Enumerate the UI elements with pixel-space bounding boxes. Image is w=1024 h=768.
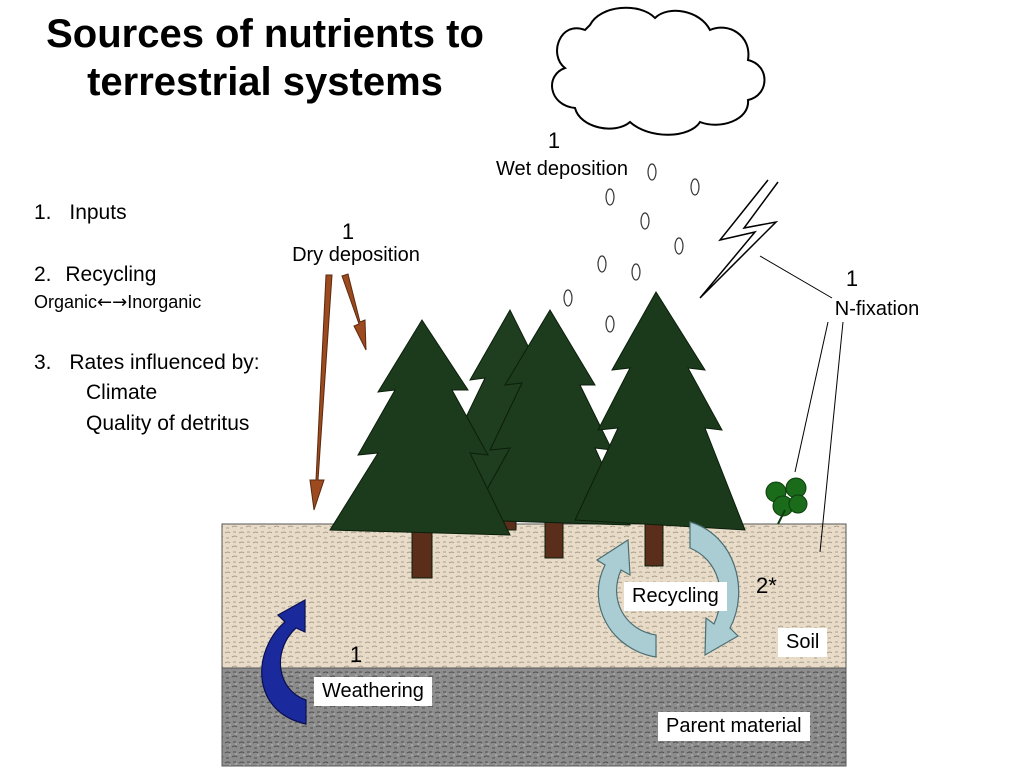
- list-number: 3.: [34, 351, 52, 374]
- dry-deposition-arrows: [309, 273, 367, 511]
- weathering-number: 1: [349, 642, 363, 667]
- list-number: 1.: [34, 201, 52, 224]
- sub-item-detritus: Quality of detritus: [86, 412, 250, 435]
- soil-label: Soil: [778, 628, 828, 657]
- soil-layer: [221, 523, 847, 669]
- inorganic-label: Inorganic: [127, 292, 202, 312]
- list-text: Inputs: [69, 201, 127, 224]
- recycling-number: 2*: [756, 573, 777, 598]
- dry-deposition-label: Dry deposition: [292, 244, 420, 266]
- n-fixation-label: N-fixation: [834, 298, 920, 320]
- clover-icon: [765, 477, 808, 525]
- list-item-recycling: 2. Recycling: [34, 260, 156, 290]
- raindrop-icon: [563, 163, 700, 333]
- tree-icon: [329, 291, 746, 579]
- sub-item-climate: Climate: [86, 381, 158, 404]
- title-line-2: terrestrial systems: [87, 60, 443, 104]
- double-arrow-icon: ←→: [97, 292, 128, 313]
- list-text: Recycling: [65, 263, 157, 286]
- list-number: 2.: [34, 263, 52, 286]
- organic-label: Organic: [34, 292, 98, 312]
- n-fixation-number: 1: [845, 266, 859, 291]
- organic-inorganic-line: Organic←→Inorganic: [34, 292, 201, 313]
- n-fixation-pointers: [759, 255, 844, 553]
- cloud-icon: [551, 6, 766, 136]
- page-title: Sources of nutrients to terrestrial syst…: [0, 10, 530, 106]
- recycling-label: Recycling: [624, 582, 727, 611]
- parent-material-label: Parent material: [658, 712, 810, 741]
- wet-deposition-label: Wet deposition: [496, 158, 628, 180]
- dry-deposition-number: 1: [341, 219, 355, 244]
- list-item-rates: 3. Rates influenced by:: [34, 348, 260, 378]
- weathering-arrow: [261, 598, 307, 725]
- lightning-icon: [699, 179, 779, 299]
- weathering-label: Weathering: [314, 677, 432, 706]
- recycling-arrows: [595, 521, 740, 658]
- wet-deposition-number: 1: [547, 128, 561, 153]
- title-line-1: Sources of nutrients to: [46, 12, 484, 56]
- list-item-inputs: 1. Inputs: [34, 198, 127, 228]
- list-text: Rates influenced by:: [69, 351, 260, 374]
